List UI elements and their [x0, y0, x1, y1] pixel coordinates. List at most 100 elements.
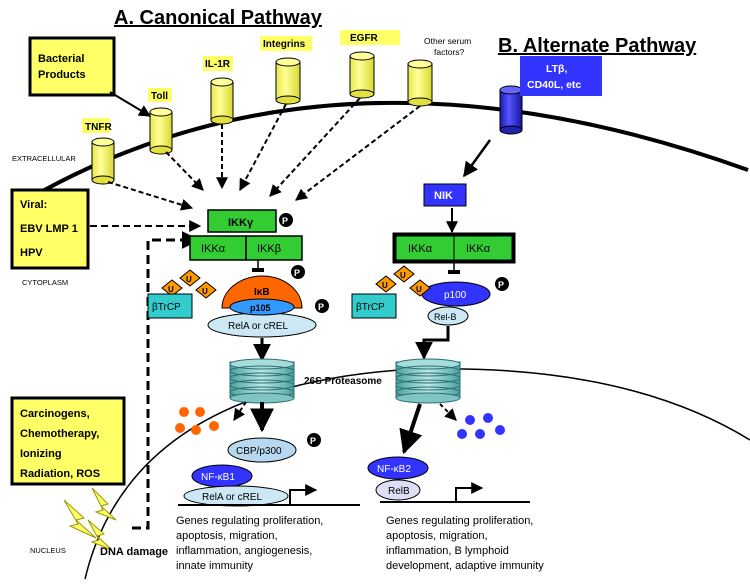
phospho-label: P: [294, 268, 300, 278]
receptor-label-other-2: factors?: [434, 47, 465, 57]
ubiquitin-chain-alternate: U U U: [375, 265, 431, 297]
ikb-complex: RelA or cREL IκB p105: [207, 275, 317, 338]
viral-line3: HPV: [20, 247, 43, 259]
nik-label: NIK: [434, 190, 453, 202]
bacterial-line1: Bacterial: [38, 53, 84, 65]
phospho-label: P: [310, 436, 316, 446]
rela-label: RelA or cREL: [228, 321, 288, 332]
carcinogens-line4: Radiation, ROS: [20, 468, 100, 480]
receptor-label-egfr: EGFR: [350, 33, 379, 44]
ubiquitin-label: U: [416, 285, 422, 294]
genes-canonical-line4: innate immunity: [176, 560, 254, 572]
genes-alternate-line2: apoptosis, migration,: [386, 530, 488, 542]
receptor-label-other-1: Other serum: [424, 36, 471, 46]
receptor-label-il1r: IL-1R: [205, 59, 231, 70]
carcinogens-line3: Ionizing: [20, 448, 62, 460]
bacterial-products-box: Bacterial Products: [28, 36, 116, 97]
tnfr-receptor: [91, 137, 115, 185]
ubiquitin-label: U: [186, 275, 192, 284]
receptor-label-lt-2: CD40L, etc: [527, 79, 581, 91]
proteasome-canonical: [229, 358, 295, 404]
receptor-arrows: [107, 97, 421, 211]
il1r-receptor: [210, 77, 234, 125]
carcinogens-line2: Chemotherapy,: [20, 428, 99, 440]
viral-line1: Viral:: [20, 199, 47, 211]
cbp-label: CBP/p300: [236, 446, 282, 457]
proteasome-label: 26S Proteasome: [304, 376, 382, 387]
genes-alternate-line3: inflammation, B lymphoid: [386, 545, 509, 557]
cbp-p300: [227, 437, 297, 463]
btrcp-canonical: βTrCP: [147, 293, 193, 319]
proteasome-alternate: [395, 358, 461, 404]
transcription-arrow-alternate: [455, 482, 484, 502]
lt-receptor: LTβ, CD40L, etc: [499, 56, 602, 135]
p105-shape: [229, 298, 295, 316]
integrins-receptor: [275, 57, 301, 105]
ubiquitin-label: U: [400, 271, 406, 280]
ubiquitin-label: U: [202, 287, 208, 296]
alt-to-proteasome-arrow: [415, 326, 450, 360]
label-cytoplasm: CYTOPLASM: [22, 278, 68, 287]
phospho-cbp: P: [307, 433, 321, 447]
label-nucleus: NUCLEUS: [30, 546, 66, 555]
ikk-complex-canonical: IKKγ IKKα IKKβ: [189, 209, 303, 261]
receptor-label-toll: Toll: [151, 91, 168, 102]
relb-label: Rel-B: [434, 312, 457, 322]
ikkg-label: IKKγ: [228, 217, 254, 229]
transcription-arrow-canonical: [289, 484, 318, 505]
degraded-fragments-canonical: [175, 407, 219, 435]
btrcp-alternate: βTrCP: [351, 293, 397, 319]
other-serum-receptor: [407, 59, 433, 107]
genes-canonical-line1: Genes regulating proliferation,: [176, 515, 323, 527]
nuclear-complex-canonical: CBP/p300 NF-κB1 RelA or cREL: [183, 437, 297, 507]
ikk-complex-alternate: IKKα IKKα: [392, 232, 516, 264]
carcinogens-line1: Carcinogens,: [20, 408, 90, 420]
proteasome-to-fragments-alternate: [439, 403, 457, 421]
label-extracellular: EXTRACELLULAR: [12, 154, 76, 163]
phospho-p100: P: [495, 277, 509, 291]
nfkb1-label: NF-κB1: [201, 472, 235, 483]
dna-damage-feedback: [132, 231, 200, 530]
proteasome-to-fragments-canonical: [233, 401, 247, 421]
btrcp-alt-label: βTrCP: [356, 302, 385, 313]
p105-label: p105: [250, 303, 271, 313]
ikka-label: IKKα: [201, 243, 226, 255]
proteasome-to-nucleus-alternate: [399, 403, 423, 455]
genes-alternate-line1: Genes regulating proliferation,: [386, 515, 533, 527]
ikb-shape: [221, 275, 303, 309]
phospho-label: P: [318, 302, 324, 312]
ikka2-label: IKKα: [466, 243, 491, 255]
rela-nuc-label: RelA or cREL: [202, 492, 262, 503]
phospho-ikkg: P: [279, 213, 293, 227]
ubiquitin-label: U: [168, 285, 174, 294]
cell-membrane: [16, 100, 749, 207]
viral-line2: EBV LMP 1: [20, 223, 78, 235]
genes-alternate: Genes regulating proliferation, apoptosi…: [386, 515, 544, 572]
phospho-label: P: [498, 280, 504, 290]
title-alternate: B. Alternate Pathway: [498, 35, 697, 57]
toll-receptor: [149, 107, 173, 155]
relb-nuc: [375, 479, 421, 501]
ikb-label: IκB: [254, 287, 270, 298]
nik-box: NIK: [423, 183, 467, 207]
dna-damage-label: DNA damage: [100, 546, 168, 558]
lightning-icons: [63, 487, 117, 551]
receptor-label-integrins: Integrins: [263, 39, 306, 50]
relb-nuc-label: RelB: [388, 486, 410, 497]
ubiquitin-label: U: [382, 281, 388, 290]
bacterial-arrow: [109, 91, 152, 117]
genes-alternate-line4: development, adaptive immunity: [386, 560, 544, 572]
ikka1-label: IKKα: [408, 243, 433, 255]
btrcp-label: βTrCP: [152, 302, 181, 313]
title-canonical: A. Canonical Pathway: [114, 7, 323, 29]
viral-box: Viral: EBV LMP 1 HPV: [10, 188, 90, 270]
genes-canonical: Genes regulating proliferation, apoptosi…: [176, 515, 323, 572]
nuclear-complex-alternate: NF-κB2 RelB: [367, 456, 429, 501]
phospho-rela: P: [315, 299, 329, 313]
nfkb2: [367, 456, 429, 480]
bacterial-line2: Products: [38, 69, 86, 81]
degraded-fragments-alternate: [457, 413, 505, 439]
egfr-receptor: [349, 51, 375, 99]
ikkb-label: IKKβ: [257, 243, 281, 255]
